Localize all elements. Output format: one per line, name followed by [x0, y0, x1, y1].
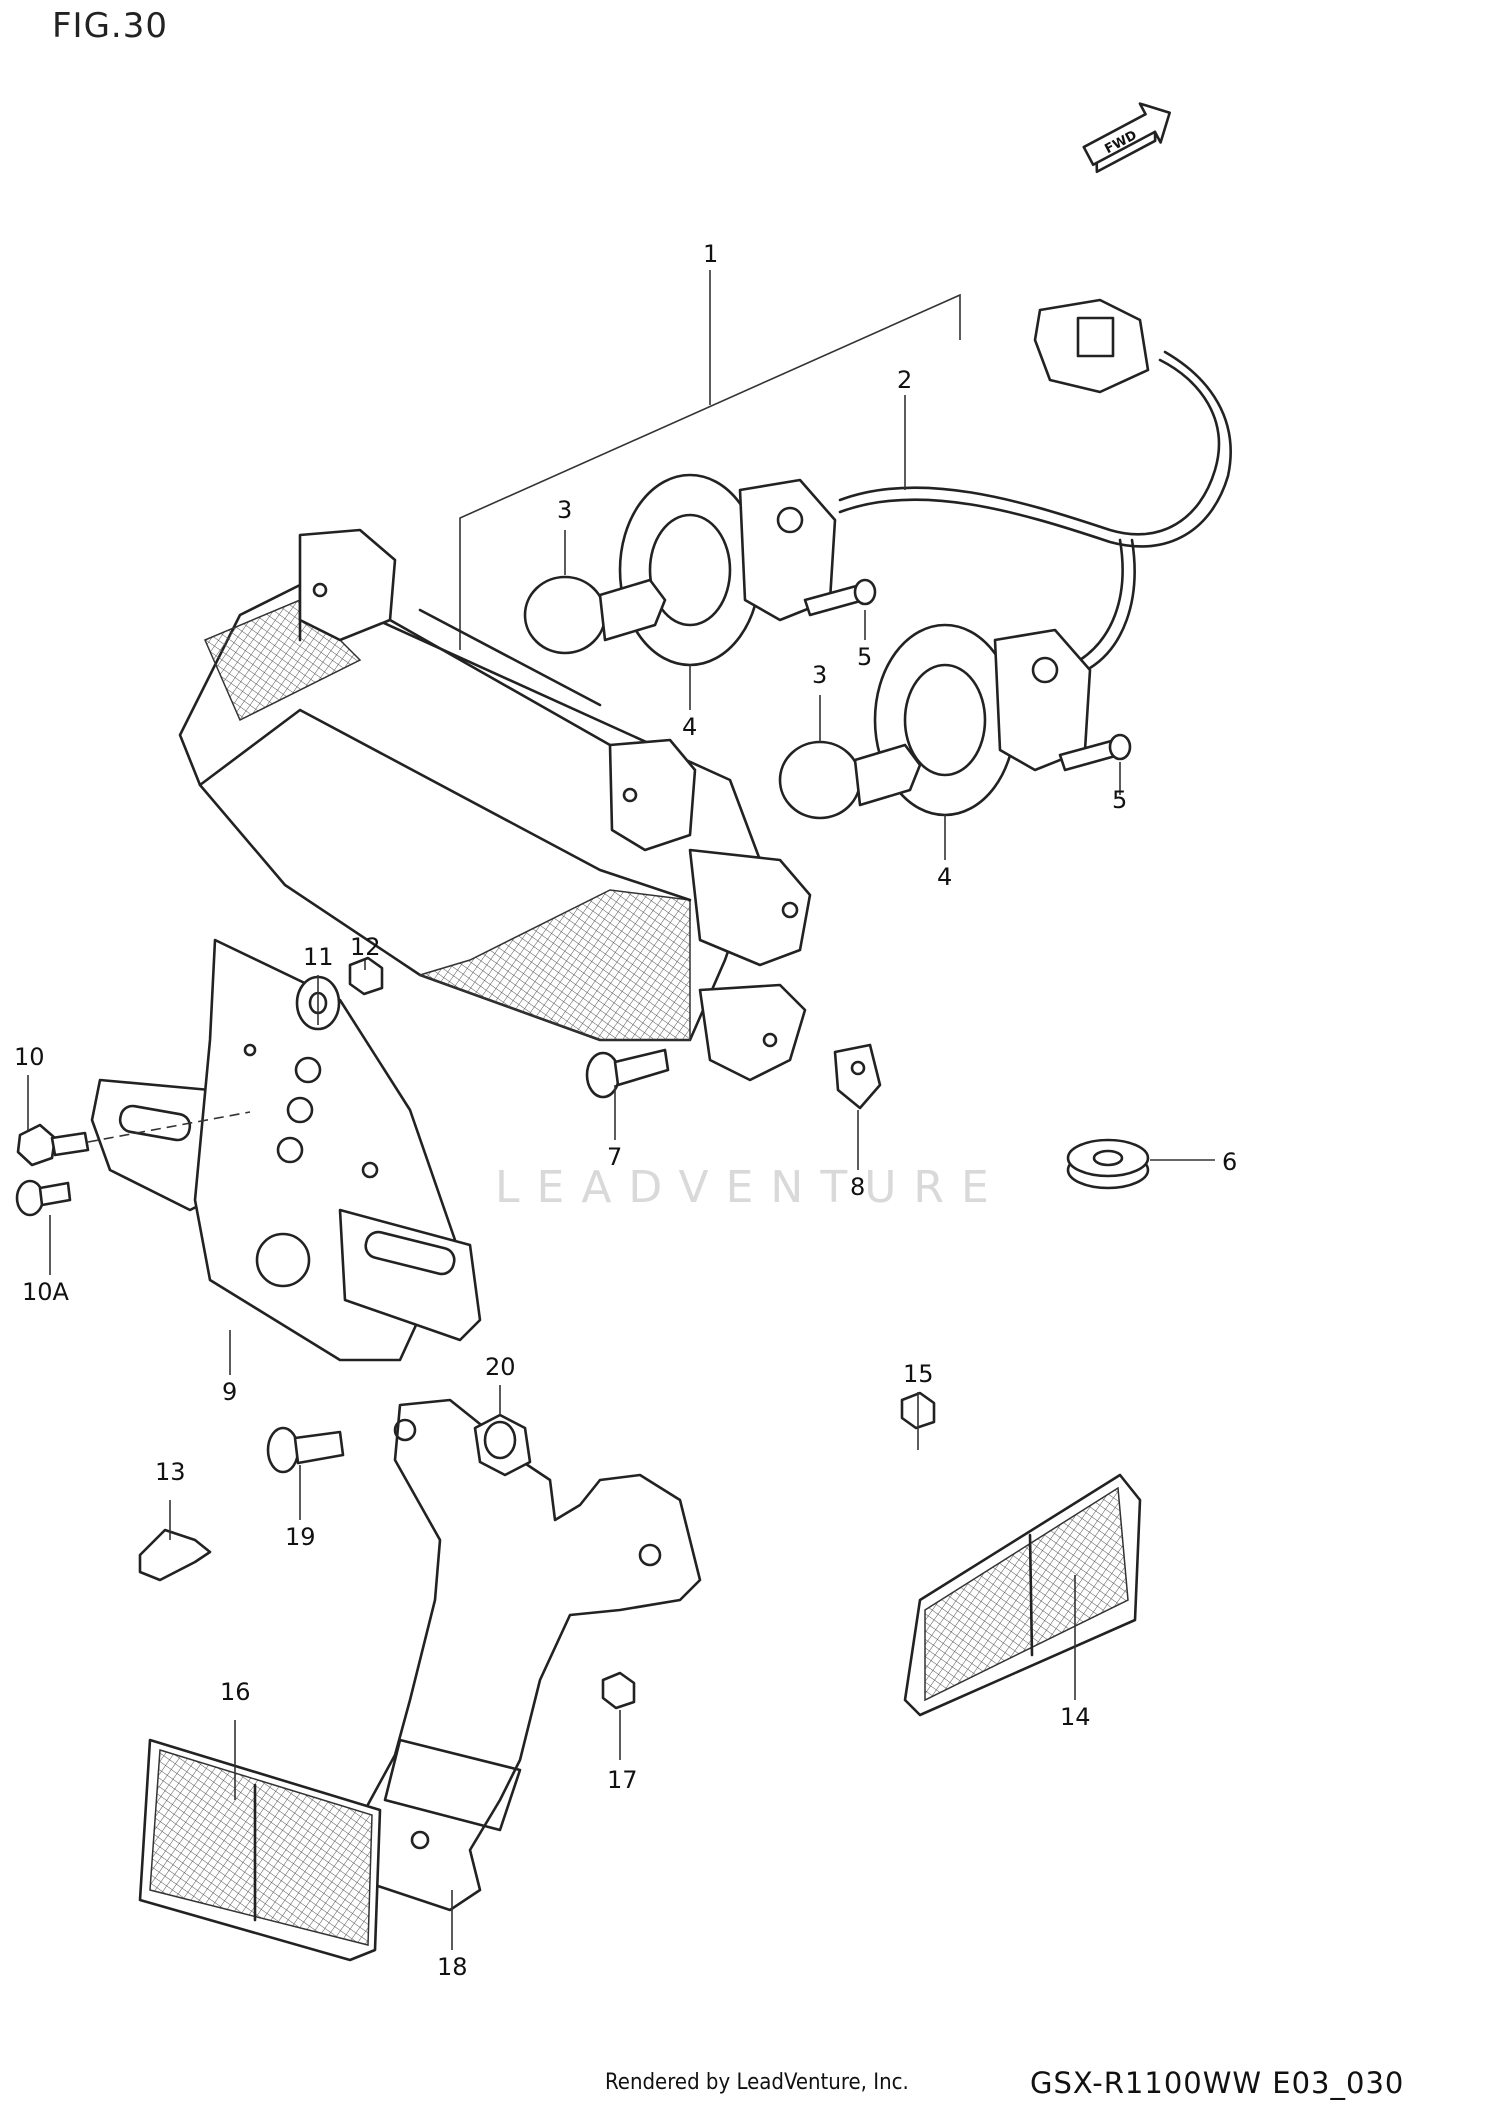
callout-3-upper: 3 — [557, 496, 572, 524]
bulb-upper — [523, 575, 667, 655]
callout-9: 9 — [222, 1378, 237, 1406]
callout-15: 15 — [903, 1360, 934, 1388]
callout-6: 6 — [1222, 1148, 1237, 1176]
callout-16: 16 — [220, 1678, 251, 1706]
screw-lower — [1058, 733, 1132, 772]
callout-14: 14 — [1060, 1703, 1091, 1731]
callout-5-upper: 5 — [857, 643, 872, 671]
license-bracket-9 — [90, 938, 482, 1362]
screw-19 — [266, 1426, 345, 1474]
callout-10: 10 — [14, 1043, 45, 1071]
bulb-socket-upper — [618, 473, 837, 667]
assembly-bracket-line — [459, 293, 961, 650]
grommet-6 — [1066, 1138, 1150, 1190]
callout-8: 8 — [850, 1173, 865, 1201]
callout-3-lower: 3 — [812, 661, 827, 689]
bolt-10 — [16, 1111, 251, 1167]
callout-17: 17 — [607, 1766, 638, 1794]
callout-2: 2 — [897, 366, 912, 394]
callout-10a: 10A — [22, 1278, 70, 1306]
callout-7: 7 — [607, 1143, 622, 1171]
clip-13 — [138, 1528, 212, 1582]
screw-upper — [803, 578, 877, 617]
bulb-lower — [778, 740, 922, 820]
figure-label: FIG.30 — [52, 6, 169, 46]
callout-numbers: 1 2 3 3 4 4 5 5 6 7 8 9 10 10A 11 12 13 … — [14, 240, 1237, 1981]
callout-1: 1 — [703, 240, 718, 268]
bracket-18 — [358, 1398, 702, 1912]
reflector-14 — [903, 1473, 1142, 1717]
callout-19: 19 — [285, 1523, 316, 1551]
callout-5-lower: 5 — [1112, 786, 1127, 814]
callout-13: 13 — [155, 1458, 186, 1486]
screw-10a — [15, 1179, 72, 1217]
tail-lamp-housing — [178, 528, 812, 1082]
callout-11: 11 — [303, 943, 334, 971]
clip-8 — [833, 1043, 882, 1110]
diagram-code: GSX-R1100WW E03_030 — [1030, 2066, 1405, 2100]
renderer-credit: Rendered by LeadVenture, Inc. — [605, 2070, 909, 2095]
callout-18: 18 — [437, 1953, 468, 1981]
callout-4-upper: 4 — [682, 713, 697, 741]
nut-12 — [348, 956, 384, 996]
nut-17 — [601, 1671, 636, 1710]
leader-lines — [27, 270, 1215, 1950]
fwd-arrow-icon: FWD — [1082, 102, 1171, 174]
callout-20: 20 — [485, 1353, 516, 1381]
reflector-16 — [138, 1738, 382, 1962]
callout-4-lower: 4 — [937, 863, 952, 891]
callout-12: 12 — [350, 933, 381, 961]
screw-7 — [585, 1048, 670, 1099]
wire-harness — [838, 298, 1232, 670]
watermark: LEADVENTURE — [495, 1162, 1006, 1213]
